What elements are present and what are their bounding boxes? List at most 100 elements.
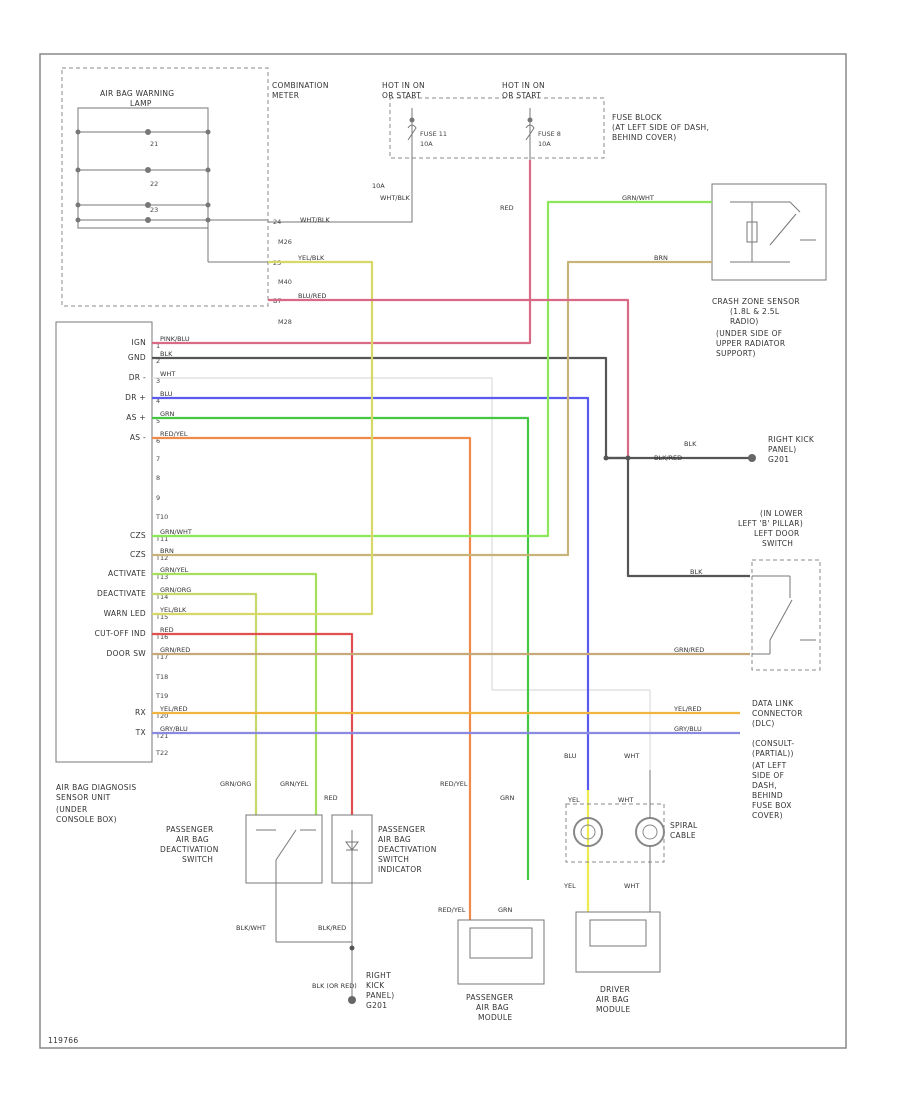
sensor-pin-name: ACTIVATE xyxy=(108,569,146,578)
wl-red-ind: RED xyxy=(324,794,338,802)
sensor-pin-number: 1 xyxy=(156,342,160,350)
spiral-label-2: CABLE xyxy=(670,831,696,840)
dlc-label-6: (AT LEFT xyxy=(752,761,787,770)
wl-grn-wht: GRN/WHT xyxy=(160,528,192,536)
wl-yel-spiral: YEL xyxy=(567,796,580,804)
sensor-pin-number: 7 xyxy=(156,455,160,463)
dlc-label-9: BEHIND xyxy=(752,791,783,800)
sensor-pin-number: 4 xyxy=(156,397,160,405)
hot-run-label-2a: HOT IN ON xyxy=(502,81,545,90)
right-kick-label-1b: PANEL) xyxy=(768,445,796,454)
sensor-pin-number: 9 xyxy=(156,494,160,502)
wl-wht-spiral-2: WHT xyxy=(618,796,633,804)
wire-meter-red-blu xyxy=(268,298,630,458)
spiral-label-1: SPIRAL xyxy=(670,821,698,830)
wl-yel-red: YEL/RED xyxy=(159,705,188,713)
sensor-pin-number: T10 xyxy=(155,513,168,521)
pass-module-label-3: MODULE xyxy=(478,1013,512,1022)
driver-module-label-3: MODULE xyxy=(596,1005,630,1014)
wire-czs-brn xyxy=(152,260,712,557)
wl-red-yel-module: RED/YEL xyxy=(438,906,466,914)
indicator-symbol xyxy=(345,830,359,948)
hot-run-label-1a: HOT IN ON xyxy=(382,81,425,90)
wl-wht-driver: WHT xyxy=(624,882,639,890)
dlc-labels: DATA LINK CONNECTOR (DLC) (CONSULT- (PAR… xyxy=(752,699,802,820)
wire-as-plus-grn xyxy=(152,416,530,880)
wire-door-switch-blk xyxy=(606,456,750,578)
sensor-pin-number: T13 xyxy=(155,573,168,581)
airbag-lamp-label-1: AIR BAG WARNING xyxy=(100,89,174,98)
sensor-pin-name: IGN xyxy=(131,338,146,347)
wl-grn: GRN xyxy=(160,410,175,418)
corner-code: 119766 xyxy=(48,1036,78,1045)
pass-switch-label-2: AIR BAG xyxy=(176,835,209,844)
wl-grn-wht-top: GRN/WHT xyxy=(622,194,654,202)
wl-grn-module: GRN xyxy=(498,906,513,914)
lamp-pin-21: 21 xyxy=(150,140,158,148)
wl-brn-top: BRN xyxy=(654,254,668,262)
sensor-pin-number: 6 xyxy=(156,437,160,445)
dlc-label-7: SIDE OF xyxy=(752,771,784,780)
hot-run-label-2b: OR START xyxy=(502,91,541,100)
door-switch-box xyxy=(751,559,821,671)
door-switch-symbol xyxy=(752,575,816,655)
diagram-frame xyxy=(39,53,847,1049)
wire-as-minus-red-yel xyxy=(152,436,472,920)
crash-sensor-label-2: (1.8L & 2.5L xyxy=(730,307,780,316)
wl-yel-red-dlc: YEL/RED xyxy=(673,705,702,713)
wl-blk: BLK xyxy=(160,350,173,358)
sensor-pin-number: T20 xyxy=(155,712,168,720)
right-kick-label-1a: RIGHT KICK xyxy=(768,435,815,444)
passenger-airbag-module xyxy=(457,919,545,985)
diag-sensor-label-2: SENSOR UNIT xyxy=(56,793,111,802)
airbag-lamp-circuit xyxy=(75,107,268,263)
wl-grn-yel: GRN/YEL xyxy=(160,566,189,574)
sensor-pin-name: GND xyxy=(128,353,146,362)
sensor-pin-name: DOOR SW xyxy=(107,649,147,658)
wl-red-yel-pass: RED/YEL xyxy=(440,780,468,788)
wl-blk-red-kick: BLK/RED xyxy=(654,454,682,462)
wire-label-wht-blk: WHT/BLK xyxy=(300,216,331,224)
pass-ind-label-2: AIR BAG xyxy=(378,835,411,844)
sensor-pin-name: CZS xyxy=(130,550,146,559)
dlc-label-8: DASH, xyxy=(752,781,777,790)
airbag-diagnosis-sensor-unit xyxy=(55,321,153,763)
sensor-pin-name: CUT-OFF IND xyxy=(95,629,146,638)
wl-yel-driver: YEL xyxy=(563,882,576,890)
wl-wht-spiral: WHT xyxy=(624,752,639,760)
driver-module-label-1: DRIVER xyxy=(600,985,630,994)
spiral-right xyxy=(635,817,665,847)
fuse-symbols xyxy=(407,108,535,160)
sensor-pin-name: DR + xyxy=(125,393,146,402)
wl-blu-spiral: BLU xyxy=(564,752,577,760)
sensor-pin-name: CZS xyxy=(130,531,146,540)
wl-gry-blu: GRY/BLU xyxy=(160,725,188,733)
wire-ign-pink-blu xyxy=(152,160,532,345)
diag-sensor-label-1: AIR BAG DIAGNOSIS xyxy=(56,783,136,792)
meter-code-m26: M26 xyxy=(278,238,292,246)
fuse-block-label-2: (AT LEFT SIDE OF DASH, xyxy=(612,123,709,132)
sensor-pin-number: T18 xyxy=(155,673,168,681)
wl-red-blu-fuse: RED xyxy=(500,204,514,212)
pass-module-label-2: AIR BAG xyxy=(476,1003,509,1012)
wl-red-yel: RED/YEL xyxy=(160,430,188,438)
wire-czs-grn-wht xyxy=(152,200,712,538)
wire-dr-plus-blu xyxy=(152,396,590,790)
wl-blk-wht-sw: BLK/WHT xyxy=(236,924,266,932)
sensor-pin-name: TX xyxy=(135,728,146,737)
fuse-block-label-1: FUSE BLOCK xyxy=(612,113,663,122)
wl-grn-org: GRN/ORG xyxy=(160,586,191,594)
diag-sensor-label-4: CONSOLE BOX) xyxy=(56,815,117,824)
crash-sensor-label-6: SUPPORT) xyxy=(716,349,756,358)
wl-blk-kick: BLK xyxy=(684,440,697,448)
sensor-pin-number: T17 xyxy=(155,653,168,661)
combination-meter-label-2: METER xyxy=(272,91,299,100)
fuse11-feed-wire xyxy=(268,160,413,223)
fuse8-label: FUSE 8 xyxy=(538,130,561,138)
spiral-left xyxy=(573,817,603,847)
fuse11-amp: 10A xyxy=(420,140,433,148)
sensor-pin-number: T21 xyxy=(155,732,168,740)
wl-blk-or-red: BLK (OR RED) xyxy=(312,982,357,990)
